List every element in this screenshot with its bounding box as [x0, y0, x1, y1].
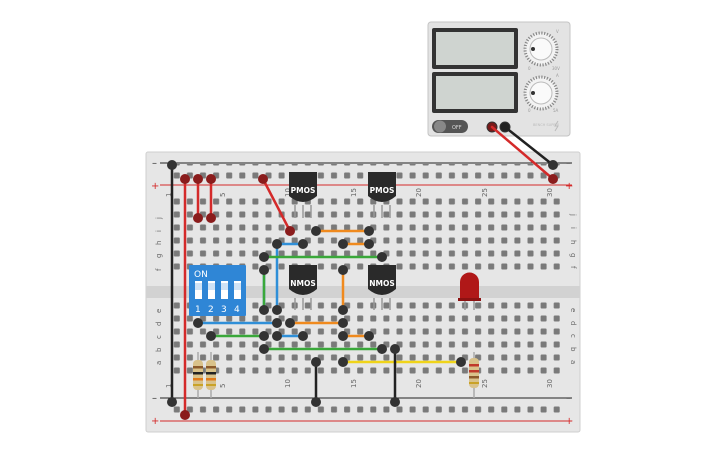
dip-number-3: 3 — [221, 305, 227, 315]
svg-text:b: b — [569, 347, 577, 352]
bottom-left-minus-label: – — [152, 393, 157, 404]
voltage-knob-min-label: 0 — [528, 66, 531, 71]
pmos-transistor-1[interactable]: PMOS — [289, 172, 317, 218]
svg-text:g: g — [155, 254, 163, 258]
top-right-plus-label: + — [565, 181, 573, 192]
power-switch[interactable]: OFF — [432, 120, 468, 133]
red-led[interactable] — [458, 272, 481, 311]
svg-text:g: g — [569, 253, 577, 257]
svg-text:30: 30 — [546, 188, 554, 197]
svg-text:25: 25 — [481, 188, 489, 197]
svg-text:15: 15 — [350, 379, 358, 388]
voltage-knob-max-label: 30V — [552, 66, 560, 71]
supply-brand-text: BENCH SUPPLY — [533, 123, 560, 127]
voltage-knob[interactable]: 0 30V V — [523, 29, 560, 71]
top-right-minus-label: – — [566, 158, 571, 169]
svg-text:d: d — [155, 322, 163, 326]
top-left-plus-label: + — [151, 181, 159, 192]
svg-text:5: 5 — [219, 193, 227, 197]
bottom-right-plus-label: + — [565, 416, 573, 427]
svg-text:a: a — [155, 361, 163, 365]
svg-text:c: c — [569, 334, 577, 338]
supply-negative-wire[interactable] — [503, 125, 555, 167]
svg-text:h: h — [569, 240, 577, 244]
resistor-2[interactable] — [206, 352, 216, 398]
current-knob-unit-label: A — [556, 73, 559, 78]
svg-text:i: i — [569, 227, 577, 229]
pmos-label-2: PMOS — [370, 186, 395, 195]
svg-text:10: 10 — [284, 379, 292, 388]
nmos-label-1: NMOS — [290, 279, 316, 288]
svg-text:15: 15 — [350, 188, 358, 197]
svg-text:h: h — [155, 241, 163, 245]
svg-text:e: e — [155, 309, 163, 313]
svg-text:20: 20 — [415, 188, 423, 197]
top-rail-holes[interactable] — [168, 164, 560, 183]
current-knob-max-label: 5A — [553, 108, 559, 113]
bottom-rail-holes[interactable] — [168, 400, 560, 419]
nmos-transistor-2[interactable]: NMOS — [368, 265, 396, 310]
column-labels-top: 1 5 10 15 20 25 30 — [165, 188, 554, 197]
svg-text:30: 30 — [546, 379, 554, 388]
current-knob-min-label: 0 — [528, 108, 531, 113]
nmos-label-2: NMOS — [369, 279, 395, 288]
pmos-transistor-2[interactable]: PMOS — [368, 172, 396, 218]
svg-text:c: c — [155, 335, 163, 339]
svg-text:d: d — [569, 321, 577, 325]
row-labels-left: j i h g f e d c b a — [155, 217, 163, 365]
row-labels-right: j i h g f e d c b a — [569, 213, 577, 364]
resistor-3[interactable] — [469, 352, 479, 398]
nmos-transistor-1[interactable]: NMOS — [289, 265, 317, 310]
svg-text:a: a — [569, 360, 577, 364]
top-terminal-holes[interactable] — [168, 198, 560, 276]
svg-text:1: 1 — [165, 193, 173, 197]
svg-text:10: 10 — [284, 188, 292, 197]
power-switch-label: OFF — [452, 125, 462, 131]
wire-endpoints — [167, 160, 558, 420]
svg-text:j: j — [155, 217, 163, 220]
svg-text:5: 5 — [219, 384, 227, 388]
dip-switch[interactable]: ON 1 2 3 4 — [189, 265, 246, 316]
svg-text:j: j — [569, 213, 577, 216]
svg-text:b: b — [155, 347, 163, 352]
current-knob[interactable]: 0 5A A — [523, 73, 559, 113]
dip-on-label: ON — [194, 270, 208, 280]
power-supply[interactable]: 0 30V V 0 5A A OFF BENCH SUPPLY — [427, 21, 571, 137]
bottom-left-plus-label: + — [151, 416, 159, 427]
svg-text:i: i — [155, 230, 163, 232]
bottom-right-minus-label: – — [566, 393, 571, 404]
svg-text:20: 20 — [415, 379, 423, 388]
dip-number-2: 2 — [208, 305, 214, 315]
svg-text:f: f — [155, 268, 163, 271]
dip-number-1: 1 — [195, 305, 201, 315]
supply-positive-wire[interactable] — [490, 125, 555, 181]
svg-text:f: f — [569, 266, 577, 269]
lightning-icon — [554, 120, 559, 132]
pmos-label-1: PMOS — [291, 186, 316, 195]
svg-text:1: 1 — [165, 384, 173, 388]
red-wire-pmos[interactable] — [261, 177, 292, 233]
voltage-knob-unit-label: V — [556, 29, 559, 34]
column-labels-bottom: 1 5 10 15 20 25 30 — [165, 379, 554, 388]
svg-text:e: e — [569, 308, 577, 312]
top-left-minus-label: – — [152, 158, 157, 169]
dip-number-4: 4 — [234, 305, 240, 315]
svg-text:25: 25 — [481, 379, 489, 388]
resistor-1[interactable] — [193, 352, 203, 398]
